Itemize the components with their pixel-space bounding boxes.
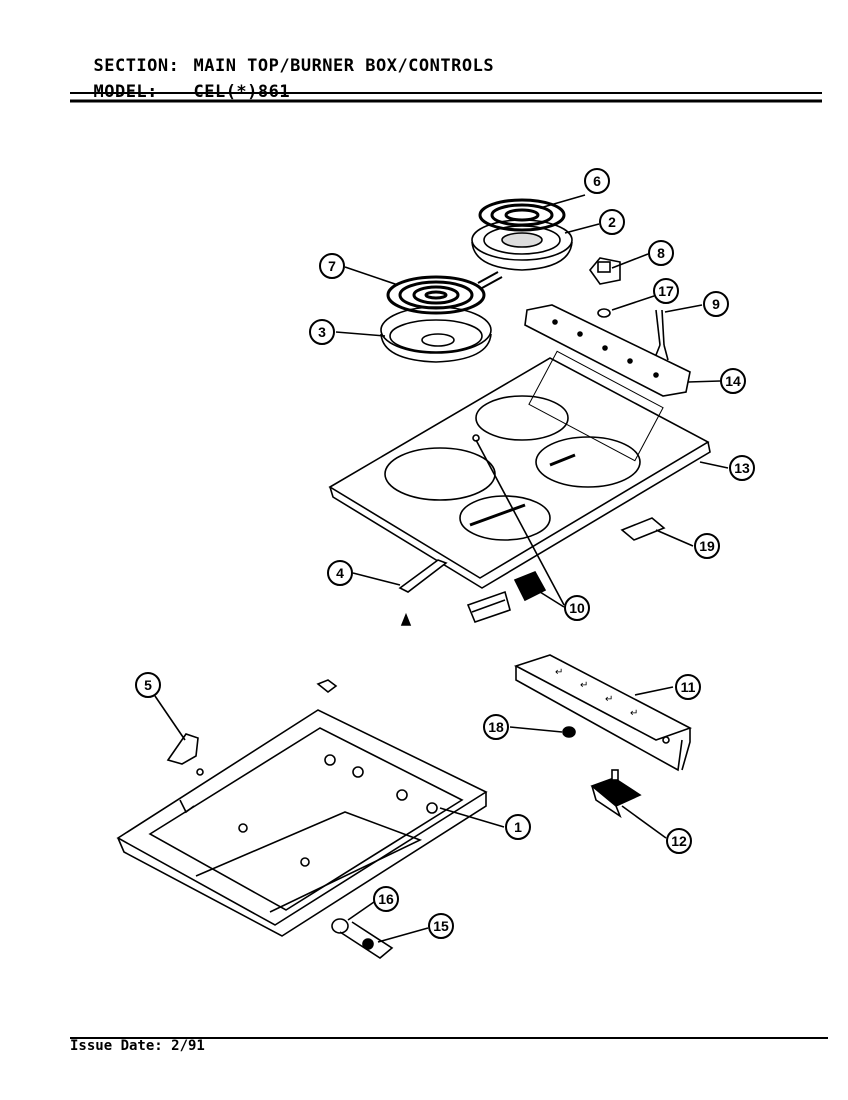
callout-label-4: 4 bbox=[336, 565, 344, 581]
callout-circle-19 bbox=[694, 533, 720, 559]
section-label: SECTION: bbox=[93, 56, 180, 76]
main-top bbox=[328, 350, 711, 589]
leader-2 bbox=[564, 223, 600, 234]
callout-circle-3 bbox=[309, 319, 335, 345]
surface-element-small bbox=[471, 198, 573, 271]
knob-ring bbox=[597, 308, 611, 318]
leader-5 bbox=[154, 695, 186, 741]
leader-1 bbox=[439, 807, 505, 828]
leader-17 bbox=[611, 295, 655, 311]
terminal-block bbox=[331, 918, 394, 959]
callout-label-11: 11 bbox=[681, 679, 696, 695]
callout-label-9: 9 bbox=[712, 296, 720, 312]
leader-11 bbox=[634, 686, 674, 696]
callout-label-2: 2 bbox=[608, 214, 616, 230]
callout-label-5: 5 bbox=[144, 677, 152, 693]
issue-date: Issue Date: 2/91 bbox=[70, 1038, 205, 1054]
callout-label-7: 7 bbox=[328, 258, 336, 274]
leader-16 bbox=[347, 901, 375, 921]
section-line: SECTION: MAIN TOP/BURNER BOX/CONTROLS bbox=[72, 36, 494, 76]
leader-18 bbox=[509, 726, 563, 733]
callout-circle-12 bbox=[666, 828, 692, 854]
callout-label-18: 18 bbox=[488, 719, 504, 735]
callout-label-6: 6 bbox=[593, 173, 601, 189]
svg-text:↵: ↵ bbox=[555, 667, 563, 678]
mounting-bracket bbox=[166, 733, 204, 776]
knob-nut bbox=[562, 726, 576, 738]
svg-text:↵: ↵ bbox=[605, 694, 613, 705]
hinge-parts bbox=[466, 570, 547, 624]
callout-label-17: 17 bbox=[658, 283, 674, 299]
callout-label-13: 13 bbox=[734, 460, 750, 476]
leader-14 bbox=[687, 380, 721, 383]
leader-4 bbox=[352, 572, 401, 586]
leader-7 bbox=[344, 266, 399, 286]
callout-circle-17 bbox=[653, 278, 679, 304]
callout-circle-5 bbox=[135, 672, 161, 698]
callout-circle-11 bbox=[675, 674, 701, 700]
control-knob bbox=[588, 257, 621, 285]
burner-box bbox=[116, 709, 488, 937]
callout-circle-2 bbox=[599, 209, 625, 235]
callout-circle-13 bbox=[729, 455, 755, 481]
callout-label-14: 14 bbox=[725, 373, 741, 389]
callout-circle-7 bbox=[319, 253, 345, 279]
screw bbox=[400, 612, 412, 626]
svg-text:↵: ↵ bbox=[630, 708, 638, 719]
callout-circle-16 bbox=[373, 886, 399, 912]
callout-circle-8 bbox=[648, 240, 674, 266]
leader-6 bbox=[539, 194, 586, 209]
leader-12 bbox=[621, 805, 667, 839]
control-bracket: ↵ ↵ ↵ ↵ bbox=[513, 654, 693, 772]
callout-label-15: 15 bbox=[433, 918, 449, 934]
surface-element-large bbox=[380, 271, 503, 363]
callout-label-16: 16 bbox=[378, 891, 394, 907]
control-panel-strip bbox=[524, 304, 691, 397]
leader-10b bbox=[539, 591, 565, 608]
callout-circle-9 bbox=[703, 291, 729, 317]
leader-19 bbox=[655, 529, 694, 547]
section-value: MAIN TOP/BURNER BOX/CONTROLS bbox=[193, 56, 495, 76]
callout-circle-14 bbox=[720, 368, 746, 394]
leader-3 bbox=[335, 331, 386, 337]
callout-label-10: 10 bbox=[569, 600, 585, 616]
callout-circle-10 bbox=[564, 595, 590, 621]
callout-label-3: 3 bbox=[318, 324, 326, 340]
callout-label-12: 12 bbox=[671, 833, 687, 849]
leader-10a bbox=[475, 439, 565, 606]
leader-8 bbox=[611, 253, 649, 269]
callout-circle-6 bbox=[584, 168, 610, 194]
callout-circle-4 bbox=[327, 560, 353, 586]
svg-text:↵: ↵ bbox=[580, 680, 588, 691]
infinite-switch bbox=[590, 769, 642, 819]
label-plate bbox=[620, 517, 666, 541]
callout-label-19: 19 bbox=[699, 538, 715, 554]
callout-circle-1 bbox=[505, 814, 531, 840]
leader-9 bbox=[664, 304, 703, 313]
probe bbox=[653, 309, 669, 361]
leader-15 bbox=[377, 927, 429, 943]
callout-label-1: 1 bbox=[514, 819, 522, 835]
leader-13 bbox=[699, 461, 729, 469]
trim-strip bbox=[398, 559, 448, 593]
callout-circle-15 bbox=[428, 913, 454, 939]
box-nut bbox=[316, 679, 338, 694]
callout-label-8: 8 bbox=[657, 245, 665, 261]
callout-circle-18 bbox=[483, 714, 509, 740]
